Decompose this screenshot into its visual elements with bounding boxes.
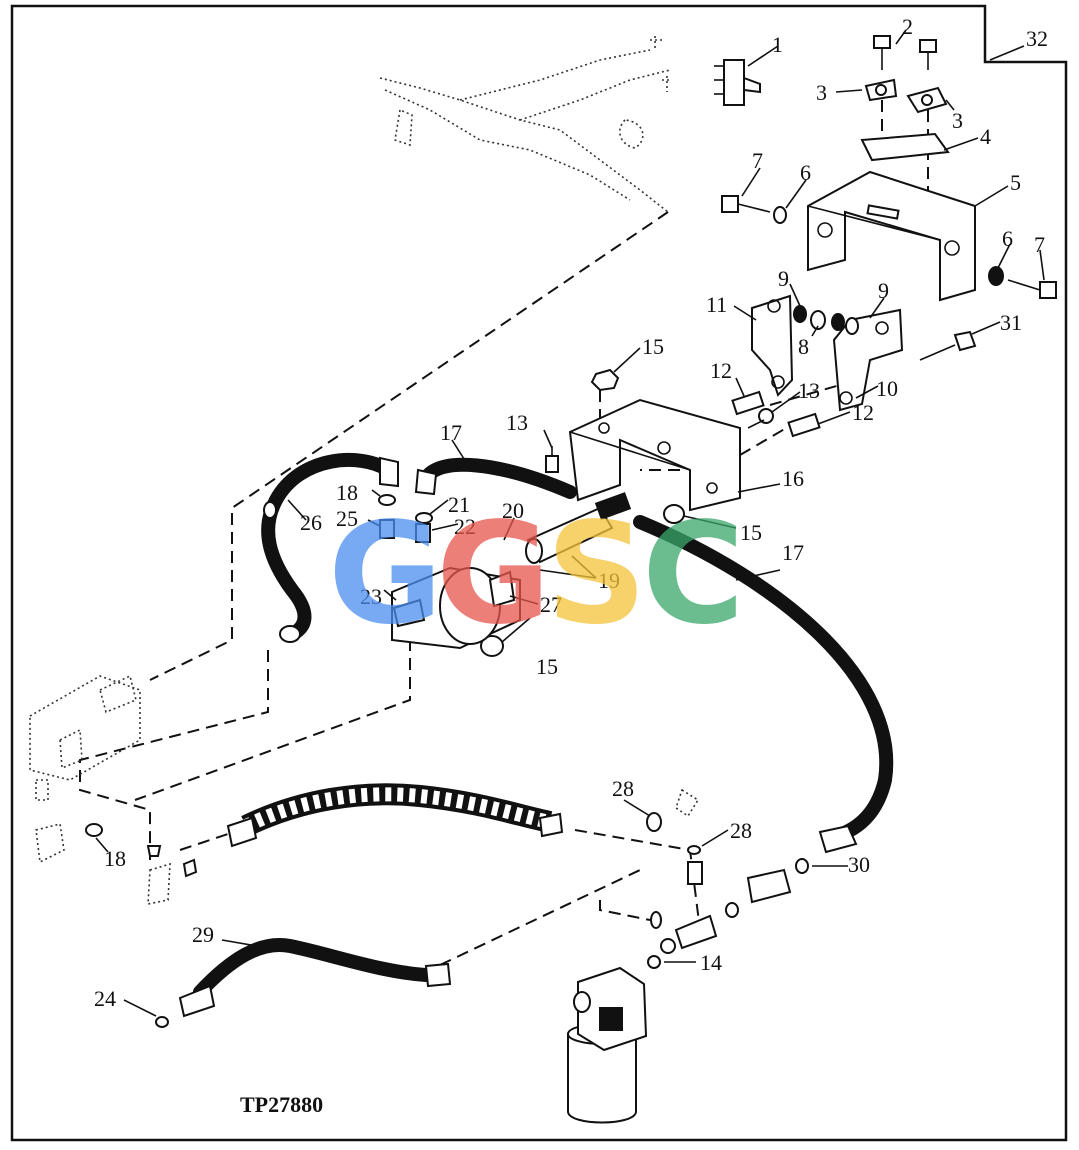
hose-26	[261, 453, 395, 639]
callout-21: 21	[448, 492, 470, 517]
callout-5: 5	[1010, 170, 1021, 195]
side-bolt-left	[721, 195, 787, 224]
callout-6b: 6	[1002, 226, 1013, 251]
hose-17-long	[633, 515, 894, 841]
switch	[714, 59, 761, 106]
leader-lines	[95, 29, 1045, 1017]
callout-13a: 13	[798, 378, 820, 403]
left-valve-assembly	[29, 674, 198, 905]
retainer-plate	[860, 132, 950, 162]
side-bolt-right	[988, 266, 1057, 299]
pins	[731, 390, 821, 438]
callout-18b: 18	[104, 846, 126, 871]
nut-top	[590, 368, 620, 392]
callout-23: 23	[360, 584, 382, 609]
callout-28b: 28	[730, 818, 752, 843]
callout-20: 20	[502, 498, 524, 523]
callout-17b: 17	[782, 540, 804, 565]
callout-3a: 3	[816, 80, 827, 105]
callout-7b: 7	[1034, 232, 1045, 257]
wiring-harness	[379, 36, 672, 213]
callout-25: 25	[336, 506, 358, 531]
callout-31: 31	[1000, 310, 1022, 335]
callout-28a: 28	[612, 776, 634, 801]
callout-17a: 17	[440, 420, 462, 445]
callout-10: 10	[876, 376, 898, 401]
fitting-13	[545, 446, 559, 473]
bracket-assembly	[807, 170, 976, 302]
lower-fittings	[155, 788, 809, 1028]
callout-4: 4	[980, 124, 991, 149]
watermark-letter-3: S	[546, 493, 647, 656]
callout-26: 26	[300, 510, 322, 535]
callout-15a: 15	[642, 334, 664, 359]
valve-bracket	[568, 398, 741, 512]
callout-19: 19	[598, 568, 620, 593]
hose-29	[193, 938, 433, 999]
clip-nuts	[864, 78, 948, 114]
callout-18a: 18	[336, 480, 358, 505]
callout-6a: 6	[800, 160, 811, 185]
hose-17-top	[419, 457, 577, 499]
callout-32: 32	[1026, 26, 1048, 51]
callout-9a: 9	[778, 266, 789, 291]
linkage-plates	[751, 294, 904, 412]
callout-12b: 12	[852, 400, 874, 425]
watermark-letter-4: C	[642, 493, 745, 656]
callout-15c: 15	[536, 654, 558, 679]
nut-bottom	[480, 635, 504, 657]
callout-1: 1	[772, 32, 783, 57]
callout-14: 14	[700, 950, 722, 975]
watermark-letter-1: G	[328, 493, 443, 656]
callout-22: 22	[454, 514, 476, 539]
callout-8: 8	[798, 334, 809, 359]
callout-12a: 12	[710, 358, 732, 383]
figure-code: TP27880	[240, 1092, 323, 1117]
callouts: 1 2 3 3 4 5 6 6 7 7 8 9 9 10 11 12 12 13…	[94, 14, 1048, 1011]
watermark-logo: G G S C	[328, 493, 745, 656]
callout-16: 16	[782, 466, 804, 491]
callout-27: 27	[540, 592, 562, 617]
hose-fittings	[178, 456, 858, 1018]
callout-7a: 7	[752, 148, 763, 173]
callout-13b: 13	[506, 410, 528, 435]
frame-border	[10, 4, 1068, 1142]
callout-11: 11	[706, 292, 727, 317]
callout-30: 30	[848, 852, 870, 877]
callout-15b: 15	[740, 520, 762, 545]
control-valve	[378, 494, 521, 650]
bolt-31	[919, 330, 977, 361]
watermark-letter-2: G	[436, 493, 551, 656]
callout-29: 29	[192, 922, 214, 947]
callout-9b: 9	[878, 278, 889, 303]
braided-hose	[241, 783, 553, 836]
mounting-bolts	[873, 35, 937, 190]
shaft-sleeve	[525, 492, 632, 564]
callout-2: 2	[902, 14, 913, 39]
callout-24: 24	[94, 986, 116, 1011]
filter-canister	[567, 966, 648, 1124]
callout-3b: 3	[952, 108, 963, 133]
nut-right	[663, 504, 685, 524]
